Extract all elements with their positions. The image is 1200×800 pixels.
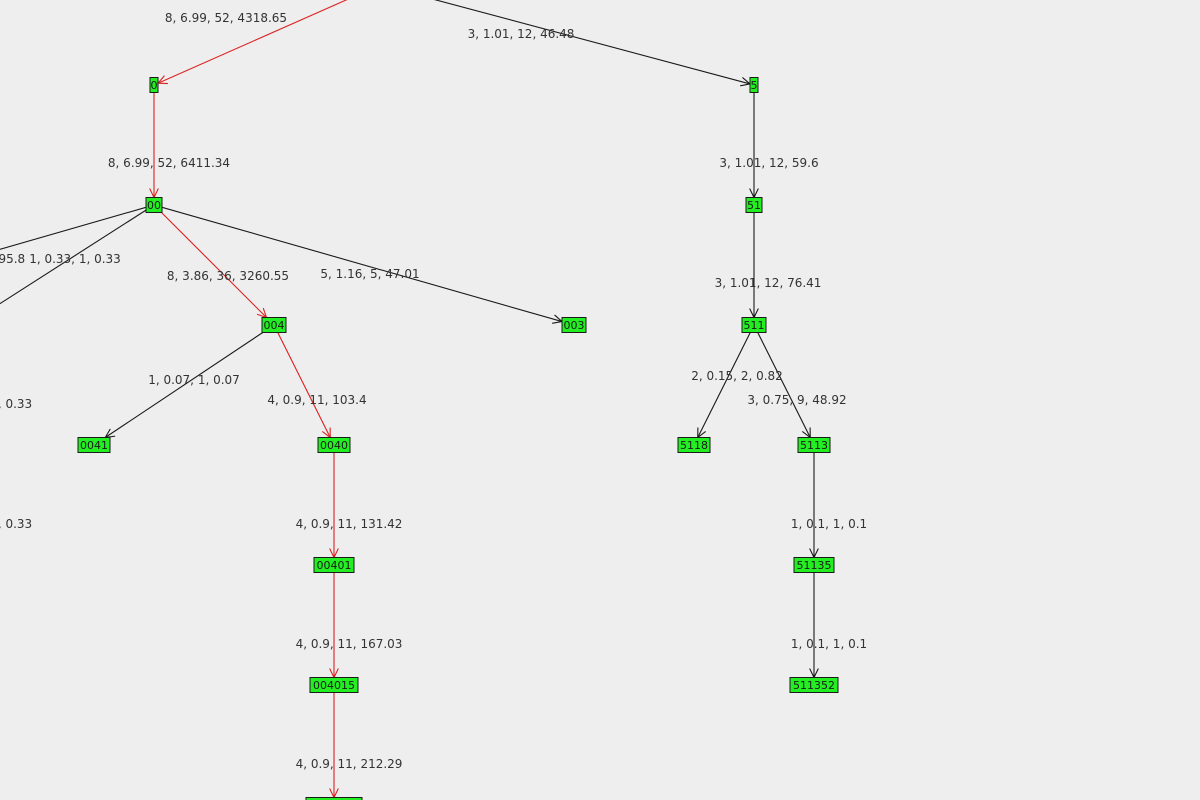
node-label: 51	[747, 199, 761, 212]
tree-node-0040[interactable]: 0040	[317, 437, 351, 453]
node-label: 511352	[793, 679, 835, 692]
edge-label: 4, 0.9, 11, 103.4	[267, 393, 366, 407]
node-box[interactable]	[561, 317, 587, 333]
node-label: 00	[147, 199, 161, 212]
tree-node-00[interactable]: 00	[145, 197, 163, 213]
tree-node-511[interactable]: 511	[741, 317, 767, 333]
edge-label: 8, 6.99, 52, 4318.65	[165, 11, 287, 25]
tree-node-5[interactable]: 5	[749, 77, 759, 93]
edge-label: 4, 0.9, 11, 212.29	[296, 757, 403, 771]
node-box[interactable]	[261, 317, 287, 333]
edge-00-004	[161, 212, 267, 318]
edge-00-offB	[0, 209, 147, 305]
node-box[interactable]	[149, 77, 159, 93]
node-box[interactable]	[305, 797, 363, 800]
node-label: 004	[264, 319, 285, 332]
node-box[interactable]	[313, 557, 355, 573]
edge-label: 8, 3.86, 36, 3260.55	[167, 269, 289, 283]
tree-node-0040151[interactable]	[305, 797, 363, 800]
node-box[interactable]	[145, 197, 163, 213]
node-label: 0041	[80, 439, 108, 452]
node-label: 004015	[313, 679, 355, 692]
tree-node-51135[interactable]: 51135	[793, 557, 835, 573]
tree-node-511352[interactable]: 511352	[789, 677, 839, 693]
edge-root-5	[433, 0, 751, 85]
node-box[interactable]	[749, 77, 759, 93]
edge-label: 1, 0.1, 1, 0.1	[791, 517, 867, 531]
node-label: 51135	[797, 559, 832, 572]
edge-004-0041	[104, 332, 264, 438]
edge-label: 3, 1.01, 12, 76.41	[715, 276, 822, 290]
tree-node-0041[interactable]: 0041	[77, 437, 111, 453]
node-label: 003	[564, 319, 585, 332]
node-label: 00401	[317, 559, 352, 572]
edge-label-partial: , 0.33	[0, 397, 32, 411]
node-box[interactable]	[797, 437, 831, 453]
edge-label: 4, 0.9, 11, 131.42	[296, 517, 403, 531]
node-box[interactable]	[789, 677, 839, 693]
node-label: 5	[751, 79, 758, 92]
tree-node-003[interactable]: 003	[561, 317, 587, 333]
node-label: 511	[744, 319, 765, 332]
edge-label: 3, 1.01, 12, 59.6	[719, 156, 818, 170]
node-box[interactable]	[317, 437, 351, 453]
node-box[interactable]	[309, 677, 359, 693]
node-label: 5118	[680, 439, 708, 452]
node-label: 5113	[800, 439, 828, 452]
tree-node-51[interactable]: 51	[745, 197, 763, 213]
edge-label-partial: , 0.33	[0, 517, 32, 531]
edge-root-0	[157, 0, 348, 84]
edge-label: 3, 1.01, 12, 46.48	[468, 27, 575, 41]
edge-labels-layer: 8, 6.99, 52, 4318.65 3, 1.01, 12, 46.48 8,…	[0, 11, 867, 771]
node-box[interactable]	[741, 317, 767, 333]
node-box[interactable]	[793, 557, 835, 573]
edge-label: 195.8	[0, 252, 25, 266]
edge-label: 1, 0.1, 1, 0.1	[791, 637, 867, 651]
nodes-layer: 0 5 00 51 004 003 511 0041 0040 5118 5113 00401 5113…	[77, 77, 839, 800]
tree-node-00401[interactable]: 00401	[313, 557, 355, 573]
edge-label: 2, 0.15, 2, 0.82	[691, 369, 783, 383]
edge-label: 5, 1.16, 5, 47.01	[320, 267, 419, 281]
tree-node-5118[interactable]: 5118	[677, 437, 711, 453]
edge-00-offA	[0, 206, 147, 250]
edge-511-5118	[697, 332, 751, 438]
tree-node-0[interactable]: 0	[149, 77, 159, 93]
tree-node-004015[interactable]: 004015	[309, 677, 359, 693]
node-box[interactable]	[77, 437, 111, 453]
edge-label: 3, 0.75, 9, 48.92	[747, 393, 846, 407]
edge-511-5113	[757, 332, 811, 438]
edge-label: 8, 6.99, 52, 6411.34	[108, 156, 230, 170]
edges-layer	[0, 0, 819, 799]
node-box[interactable]	[745, 197, 763, 213]
tree-node-5113[interactable]: 5113	[797, 437, 831, 453]
node-box[interactable]	[677, 437, 711, 453]
edge-004-0040	[277, 332, 331, 438]
edge-label: 1, 0.33, 1, 0.33	[29, 252, 121, 266]
tree-node-004[interactable]: 004	[261, 317, 287, 333]
node-label: 0040	[320, 439, 348, 452]
edge-label: 1, 0.07, 1, 0.07	[148, 373, 240, 387]
edge-label: 4, 0.9, 11, 167.03	[296, 637, 403, 651]
edge-00-003	[161, 206, 563, 323]
node-label: 0	[151, 79, 158, 92]
